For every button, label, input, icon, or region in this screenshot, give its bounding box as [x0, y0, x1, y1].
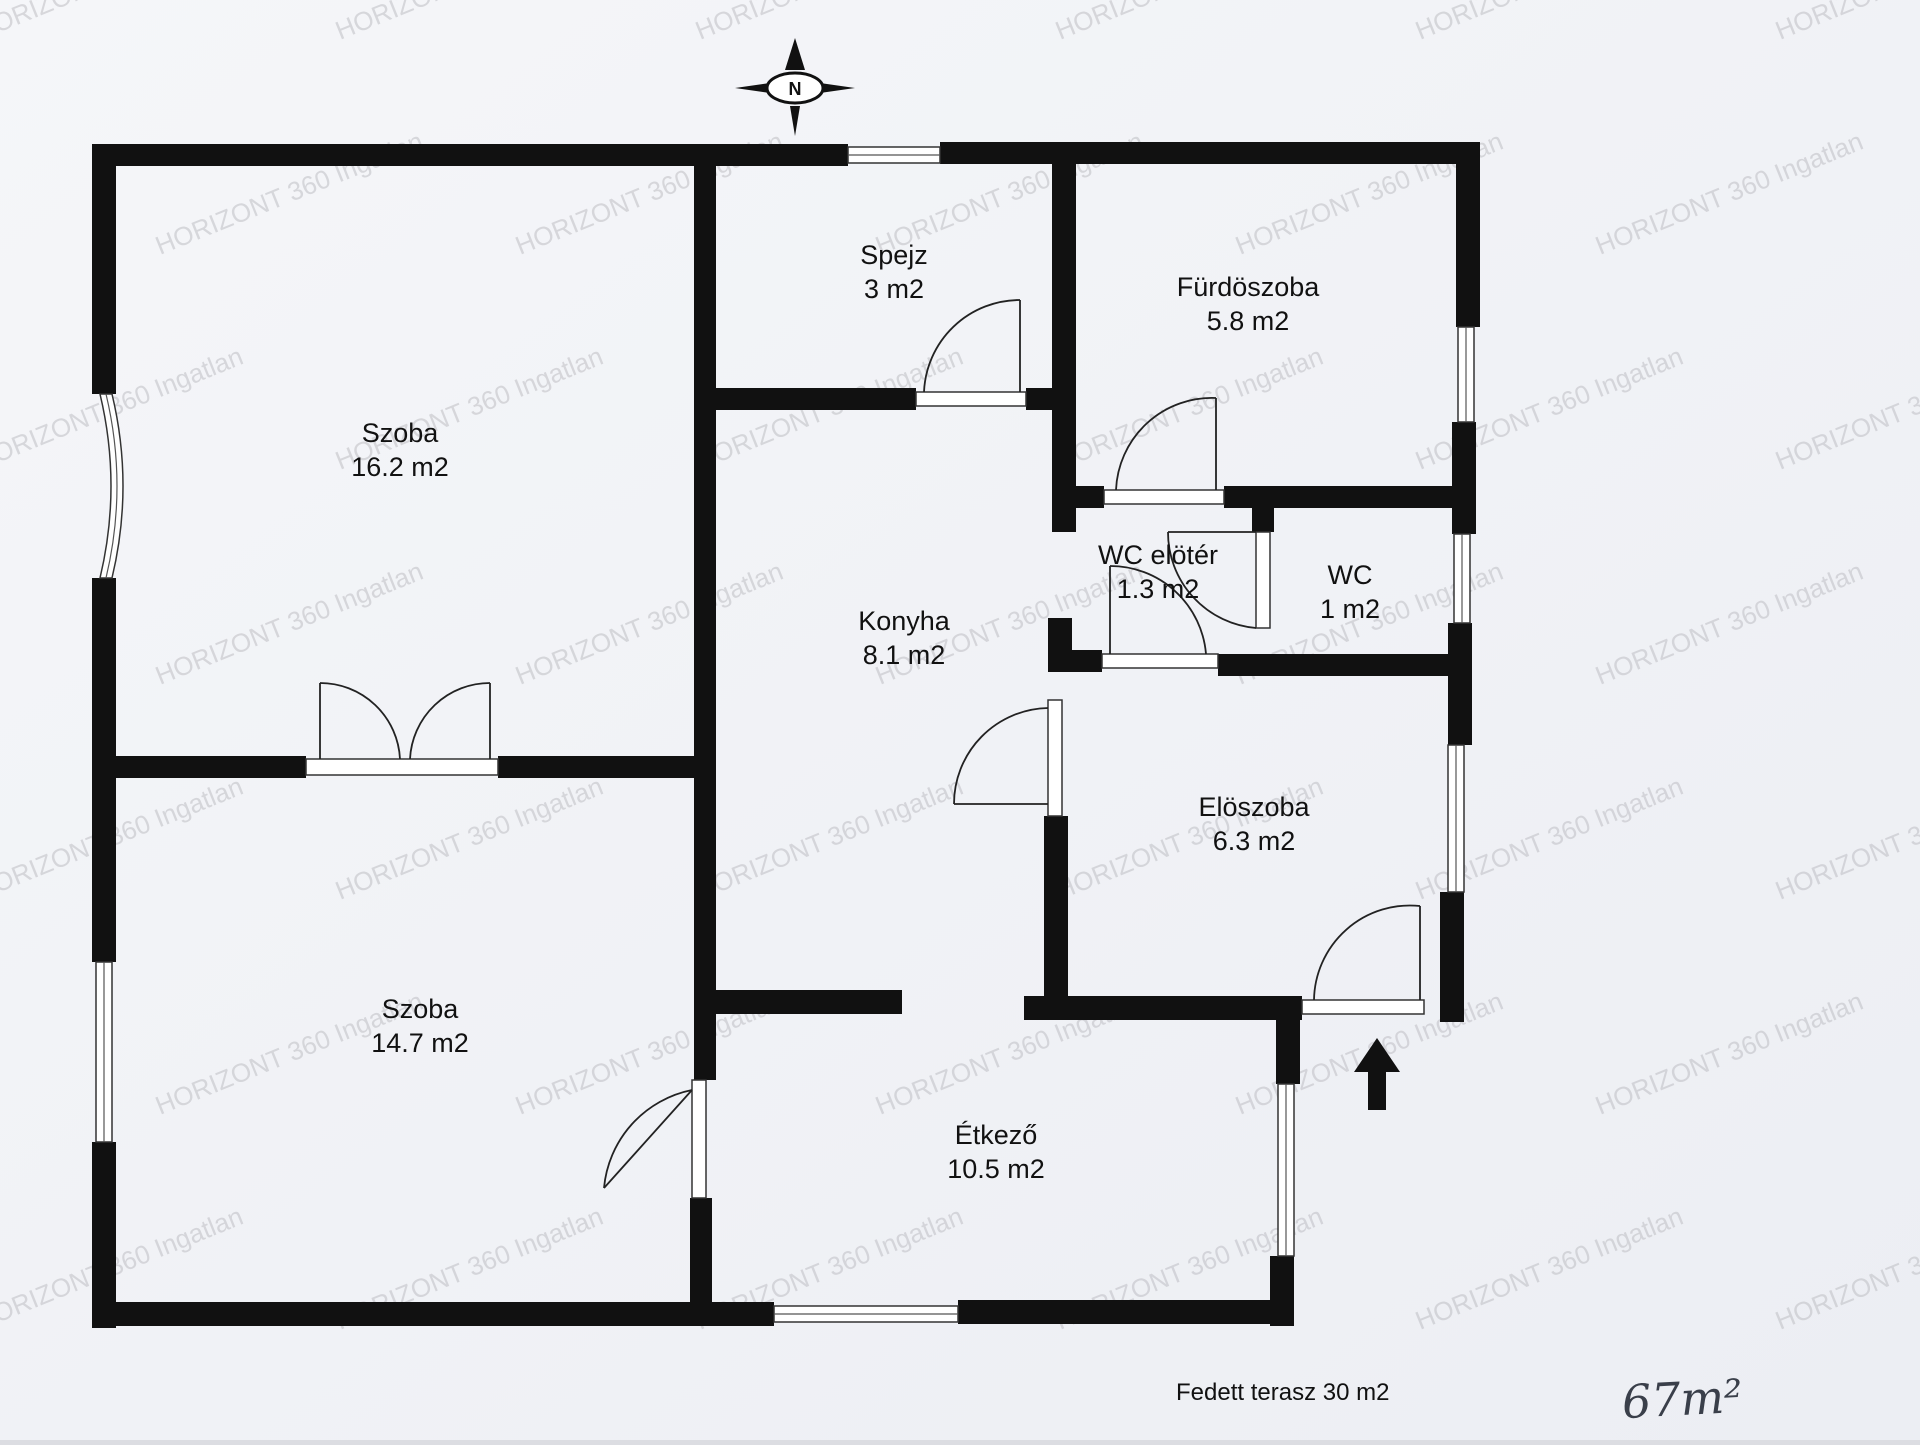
room-area-wc-eloter: 1.3 m2 [1117, 574, 1200, 604]
room-name-furdoszoba: Fürdöszoba [1177, 272, 1321, 302]
door-furdoszoba [1103, 397, 1225, 505]
room-name-wc: WC [1328, 560, 1373, 590]
window-north [847, 146, 941, 164]
door-wc [1167, 531, 1271, 629]
north-compass-icon: N [735, 38, 855, 136]
room-area-szoba-north: 16.2 m2 [351, 452, 449, 482]
room-area-wc: 1 m2 [1320, 594, 1380, 624]
window-west-lower [95, 961, 113, 1143]
room-name-wc-eloter: WC elötér [1098, 540, 1218, 570]
window-west-upper [99, 393, 124, 579]
window-east-dining [1277, 1083, 1295, 1257]
room-area-szoba-south: 14.7 m2 [371, 1028, 469, 1058]
double-door-szoba [305, 682, 499, 776]
door-szoba-etkezo [603, 1079, 707, 1199]
compass-north-letter: N [789, 79, 802, 99]
room-name-etkezo: Étkező [955, 1120, 1038, 1150]
door-main-entrance [1301, 904, 1425, 1015]
window-south [773, 1305, 959, 1323]
window-east-hall [1447, 744, 1465, 893]
room-area-etkezo: 10.5 m2 [947, 1154, 1045, 1184]
window-east-bathroom [1457, 326, 1475, 423]
room-name-szoba-south: Szoba [382, 994, 460, 1024]
entrance-arrow-icon [1354, 1038, 1400, 1110]
door-spejz [915, 299, 1027, 407]
room-area-eloszoba: 6.3 m2 [1213, 826, 1296, 856]
walls [92, 142, 1480, 1328]
window-east-wc [1453, 533, 1471, 624]
windows [95, 146, 1475, 1323]
room-name-spejz: Spejz [860, 240, 928, 270]
room-area-konyha: 8.1 m2 [863, 640, 946, 670]
door-konyha-eloszoba [953, 699, 1063, 817]
room-area-furdoszoba: 5.8 m2 [1207, 306, 1290, 336]
room-name-eloszoba: Elöszoba [1198, 792, 1310, 822]
terrace-note: Fedett terasz 30 m2 [1176, 1379, 1389, 1406]
room-name-konyha: Konyha [858, 606, 951, 636]
doors [305, 299, 1425, 1199]
room-area-spejz: 3 m2 [864, 274, 924, 304]
room-labels: Szoba 16.2 m2 Szoba 14.7 m2 Spejz 3 m2 F… [351, 240, 1380, 1184]
door-wc-eloter [1101, 565, 1219, 669]
room-name-szoba-north: Szoba [362, 418, 440, 448]
handwritten-total-area: 67m² [1621, 1369, 1744, 1429]
